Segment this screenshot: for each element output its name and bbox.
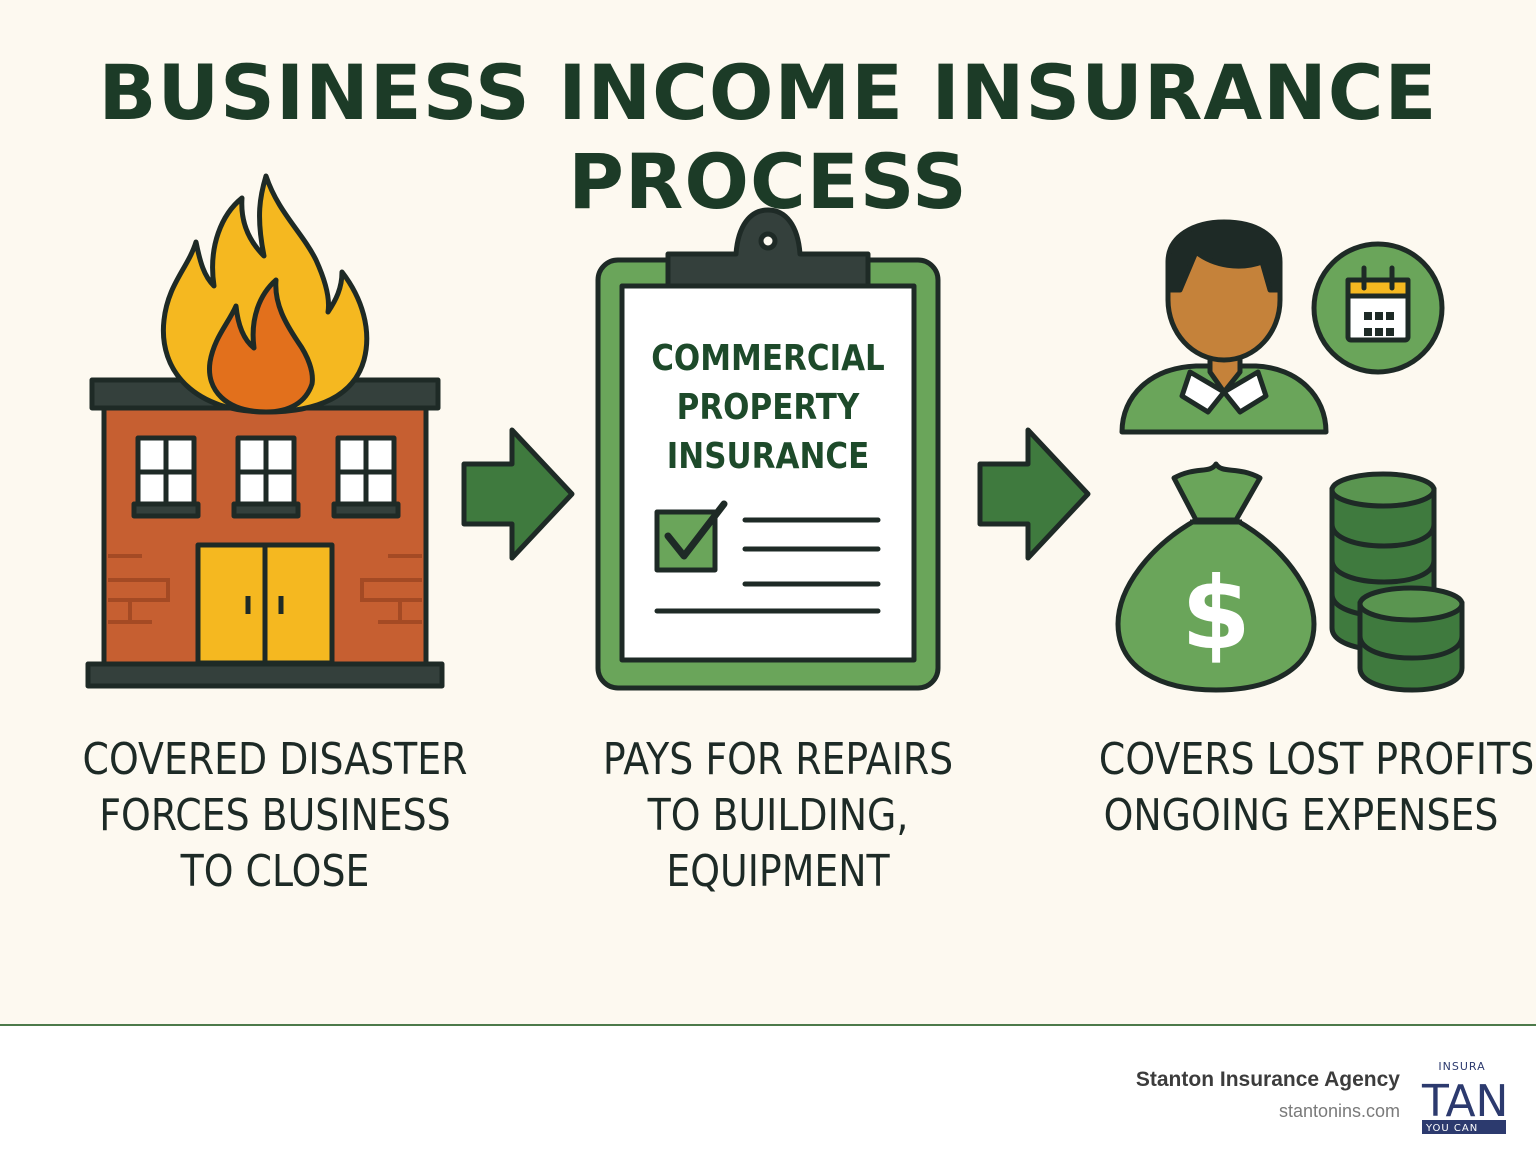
- footer: Stanton Insurance Agency stantonins.com …: [0, 1024, 1536, 1156]
- caption-line: PAYS FOR REPAIRS: [602, 734, 954, 785]
- caption-line: TO CLOSE: [180, 846, 370, 897]
- arrow-right-icon: [461, 427, 575, 561]
- doc-title-line-2: PROPERTY: [676, 387, 860, 428]
- step-1-caption: COVERED DISASTER FORCES BUSINESS TO CLOS…: [73, 732, 477, 900]
- logo-main-text: TAN: [1421, 1076, 1506, 1127]
- caption-line: ONGOING EXPENSES: [1103, 790, 1499, 841]
- company-name: Stanton Insurance Agency: [1135, 1068, 1400, 1091]
- step-2-caption: PAYS FOR REPAIRS TO BUILDING, EQUIPMENT: [576, 732, 980, 900]
- person-money-icon: $: [1115, 219, 1465, 693]
- caption-line: TO BUILDING,: [647, 790, 909, 841]
- logo-sub-text: YOU CAN: [1425, 1123, 1478, 1134]
- doc-title-line-1: COMMERCIAL: [651, 338, 885, 379]
- page-title: BUSINESS INCOME INSURANCE PROCESS: [98, 48, 1438, 226]
- caption-line: COVERS LOST PROFITS,: [1098, 734, 1536, 785]
- caption-line: COVERED DISASTER: [82, 734, 468, 785]
- clipboard-policy-icon: [595, 207, 941, 691]
- svg-text:$: $: [1181, 555, 1251, 672]
- burning-building-icon: [85, 173, 445, 689]
- arrow-right-icon: [977, 427, 1091, 561]
- doc-title-line-3: INSURANCE: [666, 436, 870, 477]
- caption-line: EQUIPMENT: [666, 846, 890, 897]
- caption-line: FORCES BUSINESS: [99, 790, 451, 841]
- step-3-caption: COVERS LOST PROFITS, ONGOING EXPENSES: [1098, 732, 1536, 844]
- company-url[interactable]: stantonins.com: [1278, 1101, 1400, 1121]
- company-logo: INSURA TAN YOU CAN: [1421, 1060, 1506, 1134]
- logo-top-text: INSURA: [1438, 1060, 1485, 1073]
